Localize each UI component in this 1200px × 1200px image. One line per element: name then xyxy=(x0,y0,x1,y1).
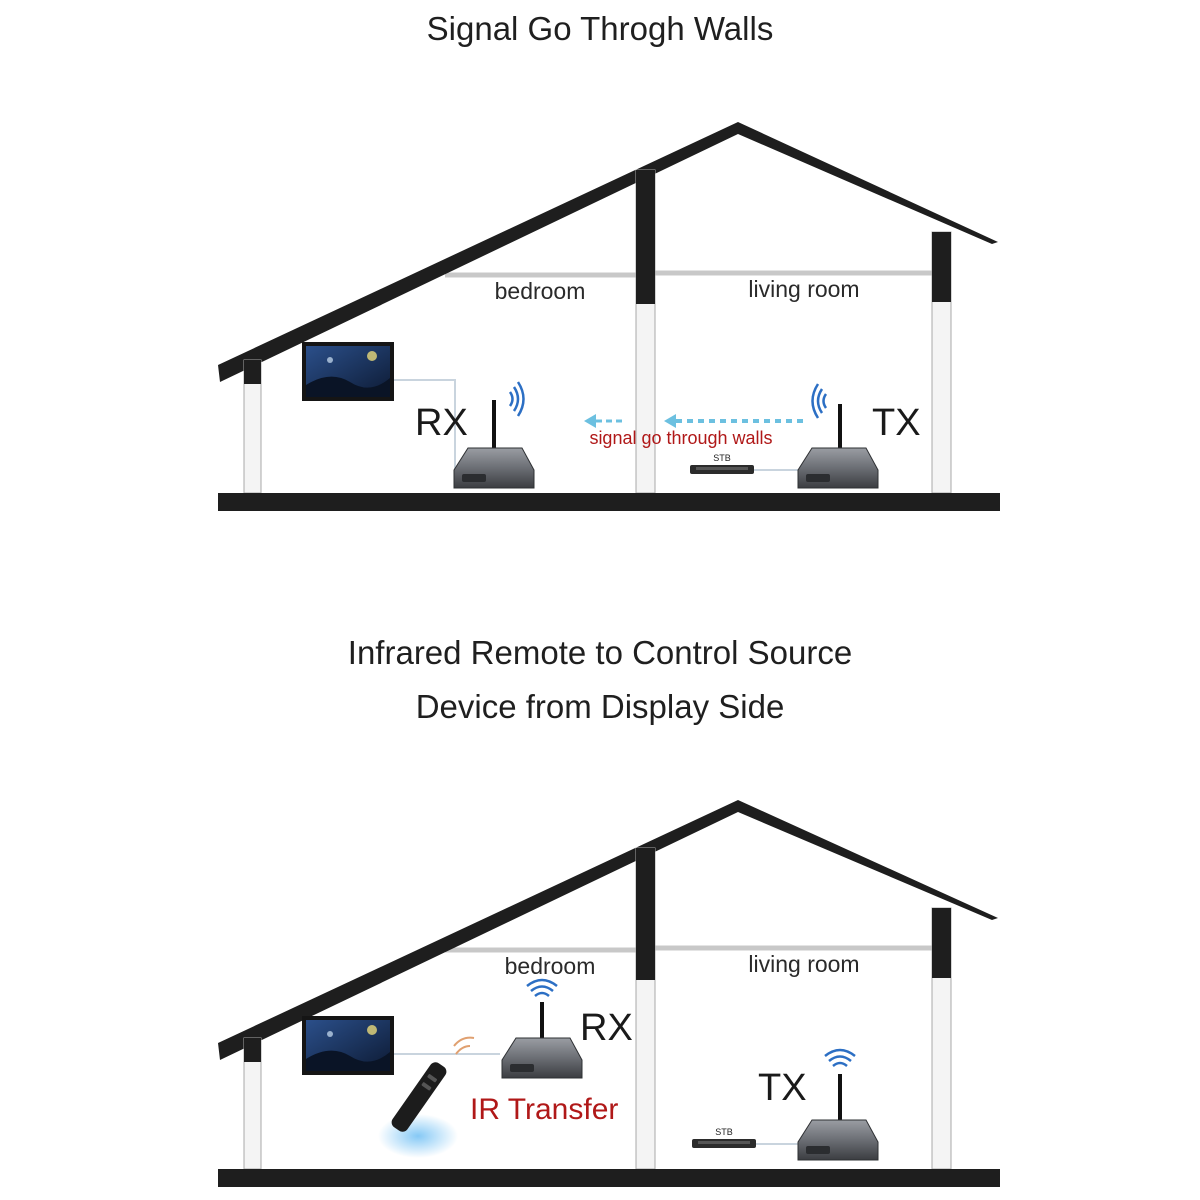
floor xyxy=(218,1169,1000,1187)
tx-transmitter-device xyxy=(797,1074,879,1161)
rx-receiver-device xyxy=(453,400,535,489)
house-diagram-signal: bedroom living room RX signal go through… xyxy=(218,122,1000,511)
wifi-icon xyxy=(526,978,558,997)
tv-icon xyxy=(302,342,394,401)
room-label-living-room: living room xyxy=(748,276,859,302)
rx-receiver-device xyxy=(501,1002,583,1079)
panel2-title-line1: Infrared Remote to Control Source xyxy=(347,634,853,671)
house-diagram-ir: bedroom living room RX IR Transfer STB xyxy=(218,800,1000,1187)
ir-beam-icon xyxy=(453,1036,475,1055)
remote-control-icon xyxy=(378,1062,458,1158)
wifi-icon xyxy=(824,1048,856,1067)
signal-arrow-left xyxy=(584,414,624,428)
floor xyxy=(218,493,1000,511)
stb-label: STB xyxy=(715,1127,733,1137)
set-top-box xyxy=(692,1139,756,1148)
tx-label: TX xyxy=(872,402,921,444)
room-label-bedroom: bedroom xyxy=(505,953,596,979)
set-top-box xyxy=(690,465,754,474)
signal-arrow-right xyxy=(664,414,806,428)
wifi-icon xyxy=(508,381,525,417)
tv-icon xyxy=(302,1016,394,1075)
panel2-title-line2: Device from Display Side xyxy=(415,688,785,725)
room-label-living-room: living room xyxy=(748,951,859,977)
hdmi-cable-rx xyxy=(394,379,456,470)
tx-label: TX xyxy=(758,1067,807,1109)
room-label-bedroom: bedroom xyxy=(495,278,586,304)
wifi-icon xyxy=(811,383,828,419)
ir-transfer-label: IR Transfer xyxy=(470,1093,618,1126)
signal-through-walls-text: signal go through walls xyxy=(589,428,772,448)
stb-label: STB xyxy=(713,453,731,463)
panel1-title: Signal Go Throgh Walls xyxy=(426,10,774,47)
tx-transmitter-device xyxy=(797,404,879,489)
rx-label: RX xyxy=(415,402,468,444)
rx-label: RX xyxy=(580,1007,633,1049)
